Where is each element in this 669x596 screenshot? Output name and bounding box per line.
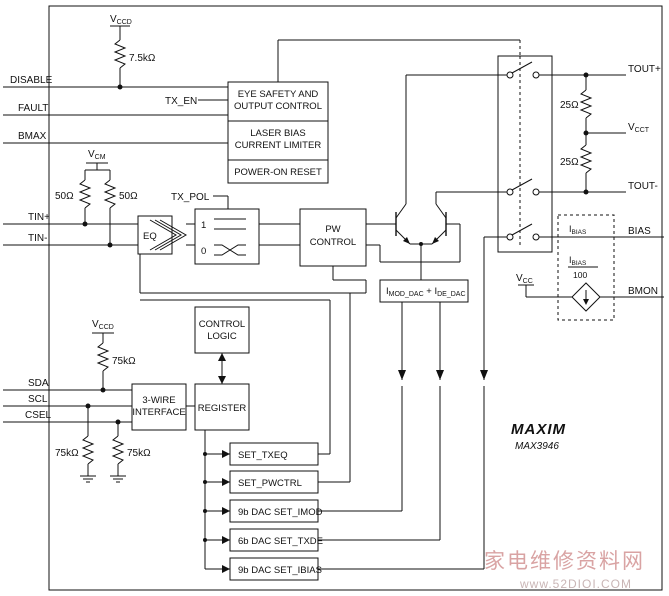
pin-bmon: BMON: [628, 286, 658, 297]
svg-text:POWER-ON RESET: POWER-ON RESET: [234, 167, 322, 178]
reg-dac-ibias: 9b DAC SET_IBIAS: [229, 557, 322, 581]
reg-set-pwctrl: SET_PWCTRL: [229, 470, 319, 494]
svg-text:OUTPUT CONTROL: OUTPUT CONTROL: [234, 101, 322, 112]
pw-control-block: [299, 208, 367, 267]
r-50-n-label: 50Ω: [119, 191, 138, 202]
resistor-7k5: [113, 39, 127, 69]
imod-ide-box: [379, 279, 469, 303]
r-25-top-label: 25Ω: [560, 100, 579, 111]
svg-text:EYE SAFETY AND: EYE SAFETY AND: [238, 89, 319, 100]
svg-text:REGISTER: REGISTER: [198, 403, 247, 414]
svg-text:EQ: EQ: [143, 231, 157, 242]
pin-sda: SDA: [28, 378, 49, 389]
svg-text:3-WIRE: 3-WIRE: [142, 395, 175, 406]
pin-tout-p: TOUT+: [628, 64, 661, 75]
r-scl-label: 75kΩ: [55, 448, 79, 459]
r-50-p-label: 50Ω: [55, 191, 74, 202]
ibias-fraction: IBIAS: [569, 255, 587, 267]
watermark-cn: 家电维修资料网: [484, 549, 645, 573]
r-csel-label: 75kΩ: [127, 448, 151, 459]
reg-dac-imod: 9b DAC SET_IMOD: [229, 499, 323, 523]
vcc-label: VCC: [516, 273, 533, 285]
r-25-bot-label: 25Ω: [560, 157, 579, 168]
svg-text:LASER BIAS: LASER BIAS: [250, 128, 305, 139]
ic-boundary: [48, 5, 663, 591]
svg-text:0: 0: [201, 246, 206, 257]
pin-bias: BIAS: [628, 226, 651, 237]
svg-text:INTERFACE: INTERFACE: [132, 407, 185, 418]
svg-text:9b DAC SET_IMOD: 9b DAC SET_IMOD: [238, 507, 323, 518]
svg-text:CURRENT LIMITER: CURRENT LIMITER: [235, 140, 322, 151]
pin-tin-p: TIN+: [28, 212, 50, 223]
svg-text:CONTROL: CONTROL: [199, 319, 245, 330]
pin-fault: FAULT: [18, 103, 48, 114]
pin-tout-n: TOUT-: [628, 181, 658, 192]
register-block: [194, 383, 250, 431]
vccd-top-label: VCCD: [110, 14, 132, 26]
pin-disable: DISABLE: [10, 75, 53, 86]
r-sda-label: 75kΩ: [112, 356, 136, 367]
tx-pol-label: TX_POL: [171, 192, 210, 203]
vccd-bottom-label: VCCD: [92, 319, 114, 331]
part-number: MAX3946: [515, 441, 559, 452]
watermark-url: www.52DIOI.COM: [519, 577, 632, 591]
pin-scl: SCL: [28, 394, 48, 405]
svg-text:LOGIC: LOGIC: [207, 331, 237, 342]
tx-en-label: TX_EN: [165, 96, 197, 107]
bias-monitor-region: [557, 214, 615, 321]
svg-text:100: 100: [573, 270, 587, 280]
eye-safety-block: [227, 81, 329, 184]
reg-set-txeq: SET_TXEQ: [229, 442, 319, 466]
control-logic-block: [194, 306, 250, 354]
svg-text:CONTROL: CONTROL: [310, 237, 356, 248]
ibias-label: IBIAS: [569, 224, 587, 236]
maxim-logo: MAXIM: [511, 421, 566, 438]
pin-vcct: VCCT: [628, 122, 650, 134]
pin-bmax: BMAX: [18, 131, 47, 142]
three-wire-block: [131, 383, 187, 431]
polarity-block: [194, 208, 260, 265]
svg-text:1: 1: [201, 220, 206, 231]
reg-dac-txde: 6b DAC SET_TXDE: [229, 528, 323, 552]
imod-ide-label: IMOD_DAC + IDE_DAC: [386, 286, 466, 298]
output-switch-block: [497, 55, 553, 253]
svg-text:SET_PWCTRL: SET_PWCTRL: [238, 478, 302, 489]
vcm-label: VCM: [88, 149, 106, 161]
pin-csel: CSEL: [25, 410, 52, 421]
svg-text:9b DAC SET_IBIAS: 9b DAC SET_IBIAS: [238, 565, 322, 576]
svg-text:6b DAC SET_TXDE: 6b DAC SET_TXDE: [238, 536, 323, 547]
svg-text:SET_TXEQ: SET_TXEQ: [238, 450, 288, 461]
pin-tin-n: TIN-: [28, 233, 47, 244]
r-7k5-label: 7.5kΩ: [129, 53, 156, 64]
svg-text:PW: PW: [325, 224, 340, 235]
